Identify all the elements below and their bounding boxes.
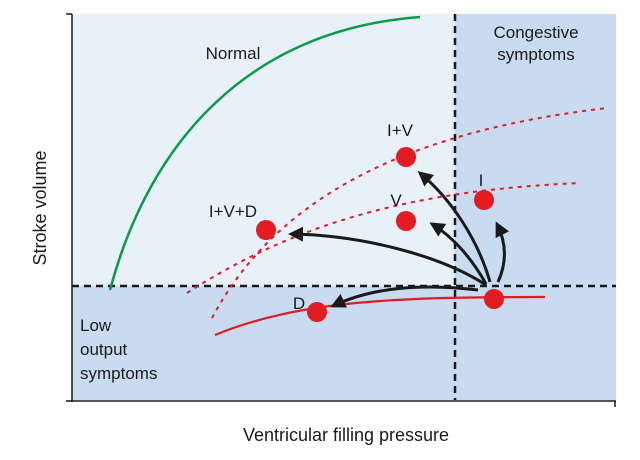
congestive-label-line2: symptoms: [497, 45, 574, 64]
arrow-to-iv: [417, 171, 492, 283]
normal-region: [72, 14, 455, 286]
arrow-to-i: [495, 221, 510, 283]
severe-region: [455, 286, 616, 400]
point-ivd: [256, 220, 276, 240]
congestive-label-line1: Congestive: [493, 23, 578, 42]
low-output-label-line2: output: [80, 340, 128, 359]
low-output-region: [72, 286, 455, 400]
arrow-to-v: [429, 222, 488, 285]
point-v: [396, 211, 416, 231]
label-ivd: I+V+D: [209, 202, 257, 221]
low-output-label-line3: symptoms: [80, 364, 157, 383]
y-axis-title: Stroke volume: [30, 150, 50, 265]
label-d: D: [293, 294, 305, 313]
point-iv: [396, 147, 416, 167]
label-iv: I+V: [387, 121, 414, 140]
normal-label: Normal: [206, 44, 261, 63]
point-baseline: [484, 289, 504, 309]
label-i: I: [479, 171, 484, 190]
arrow-to-d: [330, 285, 479, 308]
x-axis-title: Ventricular filling pressure: [243, 425, 449, 445]
arrow-to-ivd: [288, 226, 487, 287]
label-v: V: [390, 191, 402, 210]
point-i: [474, 190, 494, 210]
congestive-region: [455, 14, 616, 286]
normal-curve: [108, 15, 421, 291]
low-output-label-line1: Low: [80, 316, 112, 335]
point-d: [307, 302, 327, 322]
iv-curve: [211, 107, 608, 319]
